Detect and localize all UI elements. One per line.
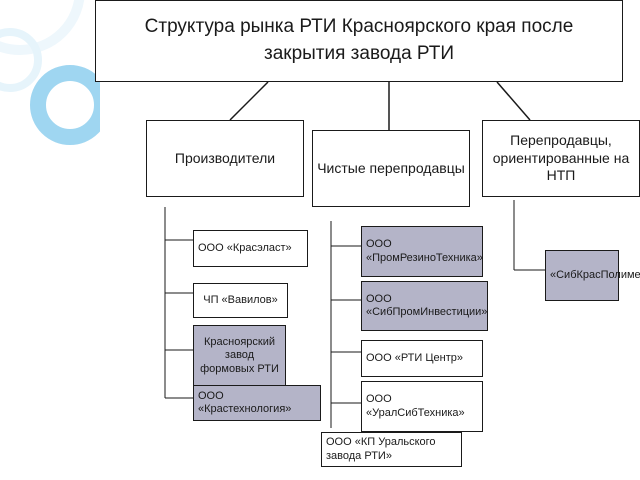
member-label: ЧП «Вавилов» [203,293,278,306]
member-label: «СибКрасПолимер» [550,268,640,281]
member-label: ООО «СибПромИнвестиции» [366,292,488,318]
member-box: ООО «ПромРезиноТехника» [361,226,483,277]
category-producers-label: Производители [174,149,276,166]
category-ntp-resellers-label: Перепродавцы, ориентированные на НТП [492,132,630,184]
diagram-title-box: Структура рынка РТИ Красноярского края п… [95,0,623,82]
member-label: Красноярский завод формовых РТИ [200,336,279,375]
category-pure-resellers: Чистые перепродавцы [312,130,470,207]
member-box: ЧП «Вавилов» [193,283,288,318]
member-box: «СибКрасПолимер» [545,250,640,301]
member-box: ООО «РТИ Центр» [361,340,483,377]
member-label: ООО «УралСибТехника» [366,393,465,419]
category-pure-resellers-label: Чистые перепродавцы [317,159,465,176]
member-box: ООО «Красэласт» [193,230,308,267]
member-label: ООО «КП Уральского завода РТИ» [326,436,436,462]
member-box: Красноярский завод формовых РТИ [193,325,286,387]
category-ntp-resellers: Перепродавцы, ориентированные на НТП [482,120,640,197]
member-label: ООО «ПромРезиноТехника» [366,238,483,264]
diagram-title: Структура рынка РТИ Красноярского края п… [144,16,574,64]
category-producers: Производители [146,120,304,197]
member-box: ООО «УралСибТехника» [361,381,483,432]
member-box: ООО «КП Уральского завода РТИ» [321,432,462,467]
member-label: ООО «Красэласт» [198,241,292,254]
member-label: ООО «Крастехнология» [198,389,292,415]
member-box: ООО «Крастехнология» [193,385,321,421]
member-box: ООО «СибПромИнвестиции» [361,281,488,331]
member-label: ООО «РТИ Центр» [366,351,463,364]
